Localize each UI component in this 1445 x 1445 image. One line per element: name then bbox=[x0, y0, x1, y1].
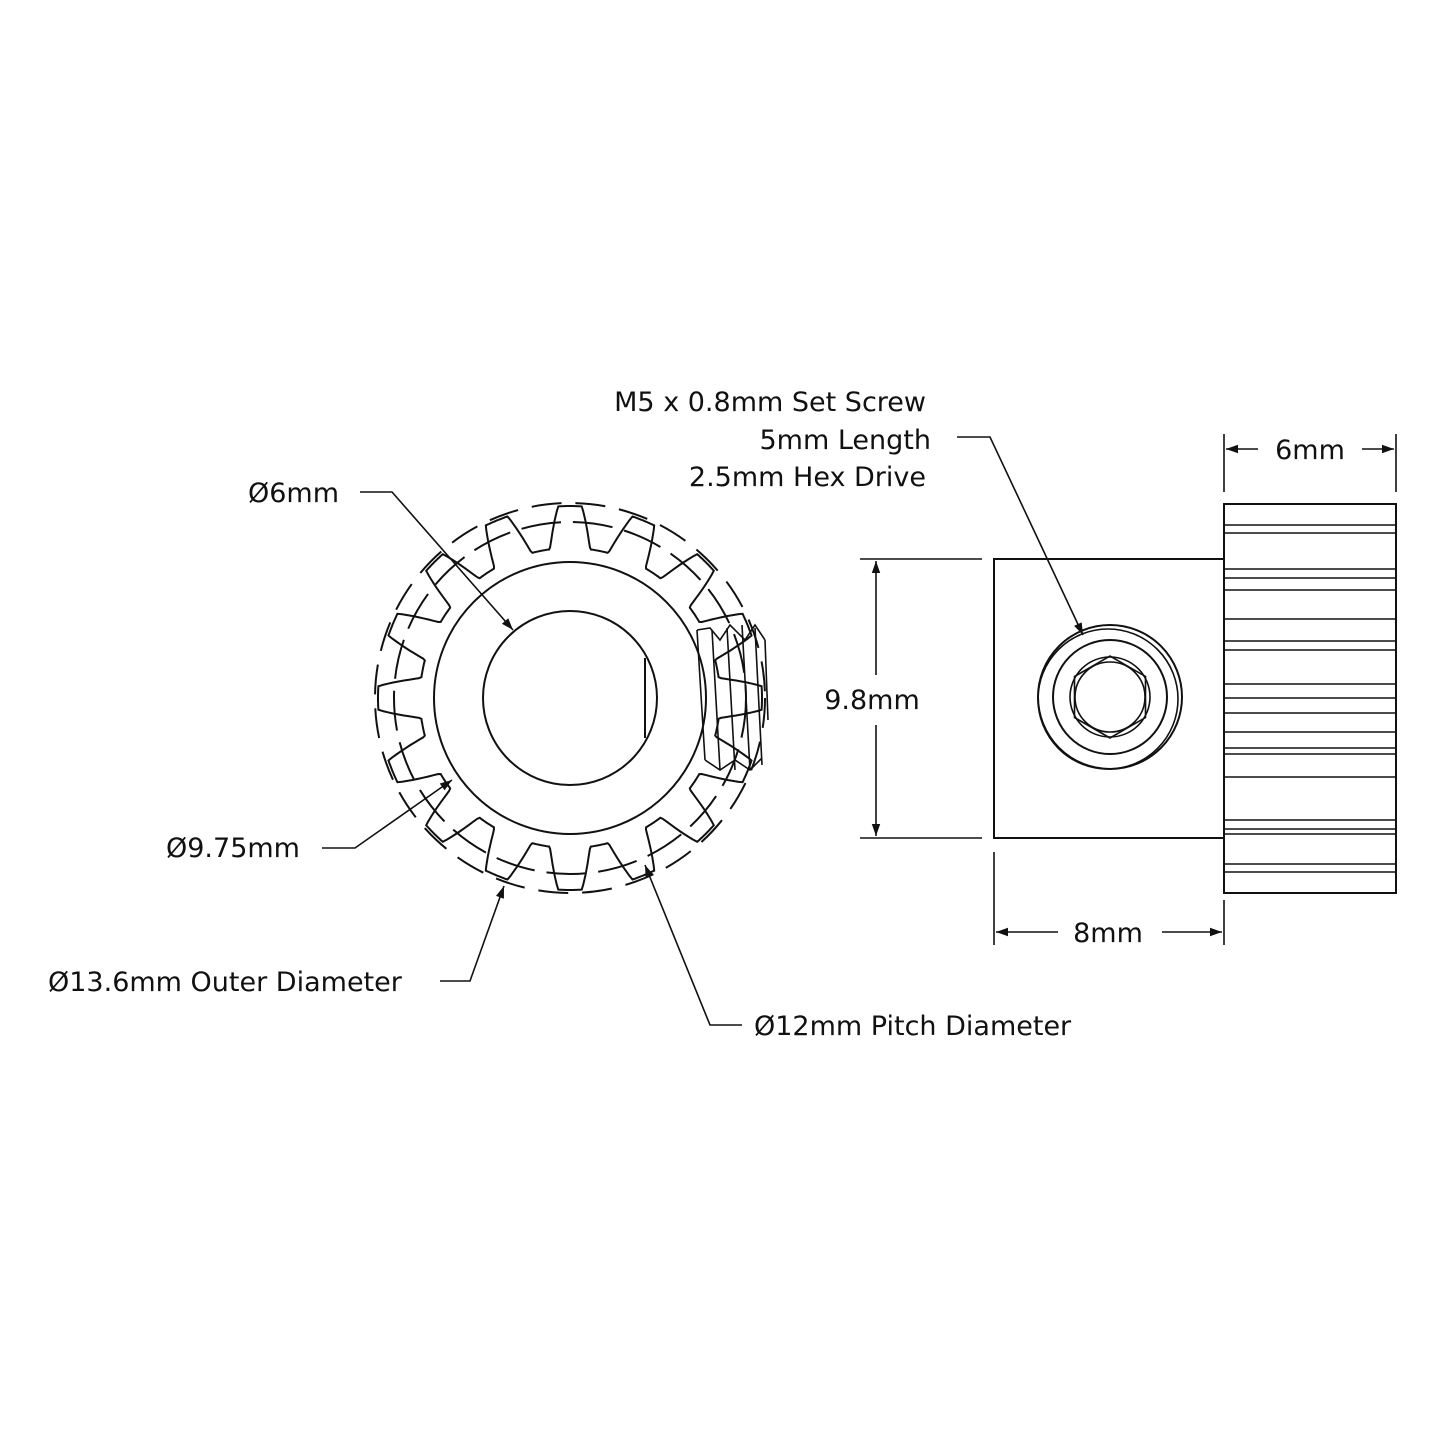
hub-circle bbox=[433, 561, 707, 835]
set-screw-label: M5 x 0.8mm Set Screw bbox=[614, 387, 926, 418]
gear-width-dimension: 6mm bbox=[1223, 434, 1397, 492]
hex-drive-icon bbox=[1073, 655, 1147, 739]
hub-length-dimension: 8mm bbox=[993, 852, 1225, 949]
pitch-dimension: Ø12mm Pitch Diameter bbox=[644, 864, 1072, 1042]
set-screw-thread bbox=[696, 623, 769, 772]
bore-label: Ø6mm bbox=[248, 478, 339, 509]
gear-tooth-lines bbox=[1224, 524, 1396, 873]
gear-front-view bbox=[374, 502, 769, 894]
pitch-diameter-label: Ø12mm Pitch Diameter bbox=[754, 1011, 1072, 1042]
root-diameter-label: Ø9.75mm bbox=[166, 833, 300, 864]
hub-body bbox=[993, 558, 1225, 839]
set-screw-length-label: 5mm Length bbox=[760, 425, 932, 456]
outer-dimension: Ø13.6mm Outer Diameter bbox=[48, 885, 505, 998]
gear-width-label: 6mm bbox=[1275, 435, 1345, 466]
pitch-diameter-circle bbox=[393, 521, 747, 875]
hex-drive-label: 2.5mm Hex Drive bbox=[689, 462, 926, 493]
hub-height-label: 9.8mm bbox=[824, 685, 920, 716]
root-dimension: Ø9.75mm bbox=[166, 779, 453, 864]
set-screw-hole bbox=[1037, 624, 1183, 770]
outer-diameter-label: Ø13.6mm Outer Diameter bbox=[48, 967, 403, 998]
gear-teeth-profile bbox=[377, 505, 763, 891]
hub-length-label: 8mm bbox=[1073, 918, 1143, 949]
gear-side-view bbox=[993, 503, 1397, 894]
set-screw-callout: M5 x 0.8mm Set Screw 5mm Length 2.5mm He… bbox=[614, 387, 1084, 636]
outer-diameter-circle bbox=[374, 502, 766, 894]
hub-height-dimension: 9.8mm bbox=[824, 558, 982, 839]
bore-circle bbox=[482, 610, 658, 786]
bore-dimension: Ø6mm bbox=[248, 478, 514, 631]
